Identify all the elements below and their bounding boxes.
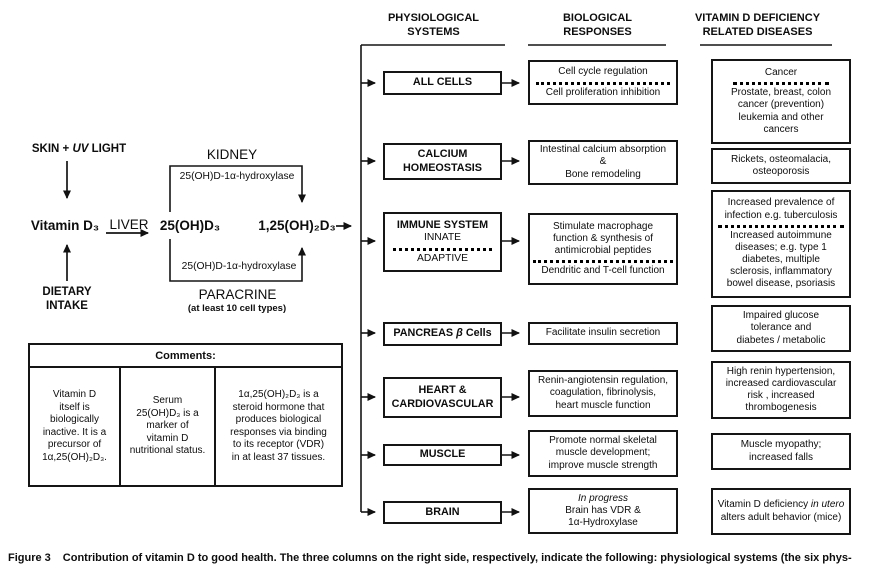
dotted-divider (717, 224, 845, 228)
disease-box-cancer: Cancer Prostate, breast, colon cancer (p… (711, 59, 851, 144)
comments-title: Comments: (30, 345, 341, 368)
paracrine-cell-types-note: (at least 10 cell types) (187, 303, 287, 314)
comment-cell-3: 1α,25(OH)₂D₃ is a steroid hormone that p… (230, 389, 327, 463)
column-header-deficiency-diseases: VITAMIN D DEFICIENCY RELATED DISEASES (694, 12, 821, 39)
paracrine-enzyme-label: 25(OH)D-1α-hydroxylase (181, 261, 297, 272)
figure-caption-text: Contribution of vitamin D to good health… (62, 552, 852, 564)
skin-uv-light-label: SKIN + UV LIGHT (31, 143, 127, 155)
paracrine-label: PARACRINE (198, 287, 277, 302)
vitamin-d3-label: Vitamin D₃ (30, 218, 100, 233)
disease-box-infection-autoimmune: Increased prevalence of infection e.g. t… (711, 190, 851, 298)
response-box-calcium: Intestinal calcium absorption & Bone rem… (528, 140, 678, 185)
system-box-pancreas: PANCREAS β Cells (383, 322, 502, 346)
column-header-biological-responses: BIOLOGICAL RESPONSES (562, 12, 633, 39)
dotted-divider (733, 82, 829, 86)
system-box-all-cells: ALL CELLS (383, 71, 502, 95)
comment-cell-1: Vitamin D itself is biologically inactiv… (30, 368, 121, 485)
system-box-calcium-homeostasis: CALCIUM HOMEOSTASIS (383, 143, 502, 180)
disease-text: Vitamin D deficiency in utero alters adu… (717, 499, 845, 523)
comment-cell-2: Serum 25(OH)D₃ is a marker of vitamin D … (121, 368, 216, 485)
disease-box-myopathy: Muscle myopathy; increased falls (711, 433, 851, 470)
1-25-dihydroxy-label: 1,25(OH)₂D₃ (258, 218, 336, 233)
response-box-immune: Stimulate macrophage function & synthesi… (528, 213, 678, 285)
dotted-divider (535, 81, 671, 85)
disease-box-hypertension: High renin hypertension, increased cardi… (711, 361, 851, 419)
system-box-muscle: MUSCLE (383, 444, 502, 466)
system-box-immune: IMMUNE SYSTEM INNATE ADAPTIVE (383, 212, 502, 272)
dietary-intake-label: DIETARY INTAKE (42, 286, 92, 312)
disease-box-rickets: Rickets, osteomalacia, osteoporosis (711, 148, 851, 184)
liver-label: LIVER (109, 217, 149, 232)
system-box-brain: BRAIN (383, 501, 502, 524)
figure-caption-label: Figure 3 (8, 552, 51, 564)
dotted-divider (392, 247, 493, 251)
comments-box: Comments: Vitamin D itself is biological… (28, 343, 343, 487)
response-box-brain: In progress Brain has VDR & 1α-Hydroxyla… (528, 488, 678, 534)
arrow-kidney-hydroxylase (169, 165, 306, 212)
comments-body: Vitamin D itself is biologically inactiv… (30, 368, 341, 485)
column-header-physiological-systems: PHYSIOLOGICAL SYSTEMS (387, 12, 480, 39)
kidney-label: KIDNEY (206, 147, 258, 162)
response-box-muscle: Promote normal skeletal muscle developme… (528, 430, 678, 477)
figure-caption: Figure 3 Contribution of vitamin D to goo… (8, 552, 892, 564)
response-box-heart: Renin-angiotensin regulation, coagulatio… (528, 370, 678, 417)
disease-box-glucose: Impaired glucose tolerance and diabetes … (711, 305, 851, 352)
dotted-divider (533, 260, 673, 264)
system-box-heart: HEART & CARDIOVASCULAR (383, 377, 502, 418)
response-box-all-cells: Cell cycle regulation Cell proliferation… (528, 60, 678, 105)
response-box-pancreas: Facilitate insulin secretion (528, 322, 678, 345)
disease-box-utero: Vitamin D deficiency in utero alters adu… (711, 488, 851, 535)
kidney-enzyme-label: 25(OH)D-1α-hydroxylase (179, 171, 295, 182)
25ohd3-label: 25(OH)D₃ (159, 218, 221, 233)
arrow-paracrine-hydroxylase (169, 239, 306, 282)
